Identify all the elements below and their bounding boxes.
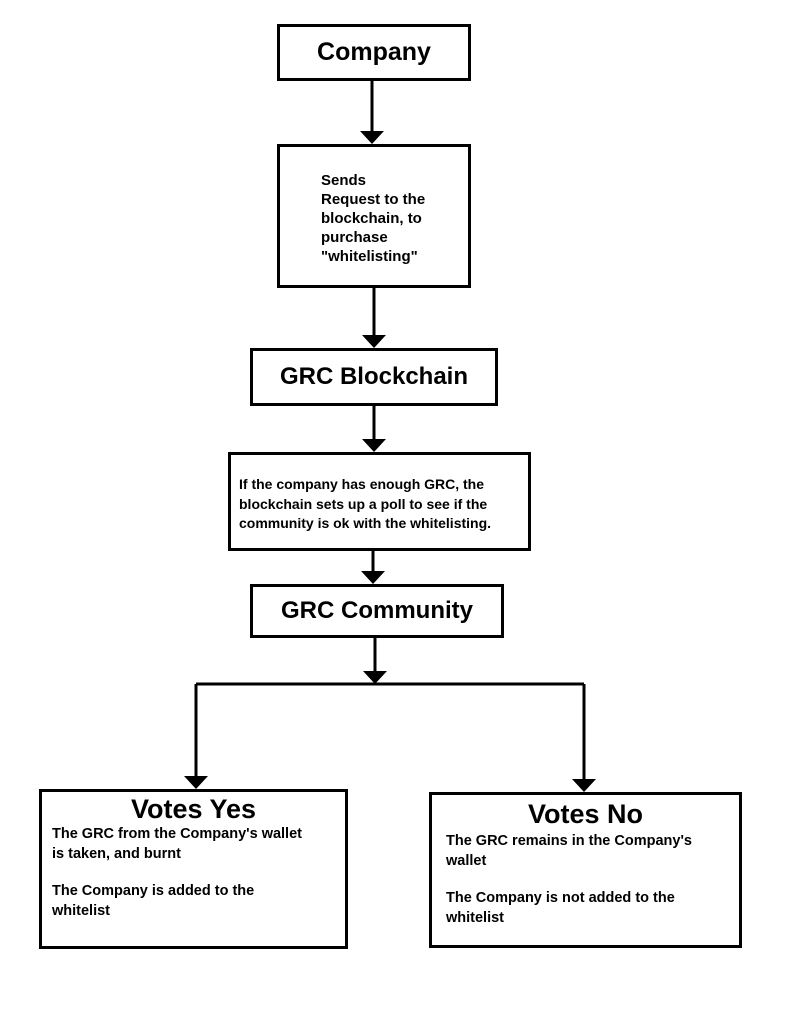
- votes-no-node: Votes No The GRC remains in the Company'…: [429, 792, 742, 948]
- arrowhead-to-blockchain: [362, 335, 386, 348]
- arrowhead-to-request: [360, 131, 384, 144]
- arrowhead-to-votes-no: [572, 779, 596, 792]
- grc-community-title: GRC Community: [281, 597, 473, 624]
- sends-request-node: Sends Request to the blockchain, to purc…: [277, 144, 471, 288]
- grc-community-node: GRC Community: [250, 584, 504, 638]
- votes-no-outcome-whitelist: The Company is not added to the whitelis…: [446, 890, 675, 926]
- sends-request-text: Sends Request to the blockchain, to purc…: [321, 172, 426, 265]
- arrowhead-to-branch: [363, 671, 387, 684]
- votes-yes-outcome-whitelist: The Company is added to the whitelist: [52, 883, 255, 919]
- company-node: Company: [277, 24, 471, 81]
- arrowhead-to-community: [361, 571, 385, 584]
- votes-no-outcome-grc: The GRC remains in the Company's wallet: [446, 833, 692, 869]
- grc-blockchain-node: GRC Blockchain: [250, 348, 498, 406]
- votes-yes-node: Votes Yes The GRC from the Company's wal…: [39, 789, 348, 949]
- arrowhead-to-poll: [362, 439, 386, 452]
- grc-blockchain-title: GRC Blockchain: [279, 363, 469, 390]
- poll-node: If the company has enough GRC, the block…: [228, 452, 531, 551]
- votes-no-title: Votes No: [527, 799, 643, 829]
- votes-yes-title: Votes Yes: [130, 794, 257, 824]
- arrowhead-to-votes-yes: [184, 776, 208, 789]
- votes-yes-outcome-grc: The GRC from the Company's wallet is tak…: [52, 826, 302, 862]
- company-title: Company: [317, 38, 431, 66]
- poll-text: If the company has enough GRC, the block…: [239, 476, 492, 531]
